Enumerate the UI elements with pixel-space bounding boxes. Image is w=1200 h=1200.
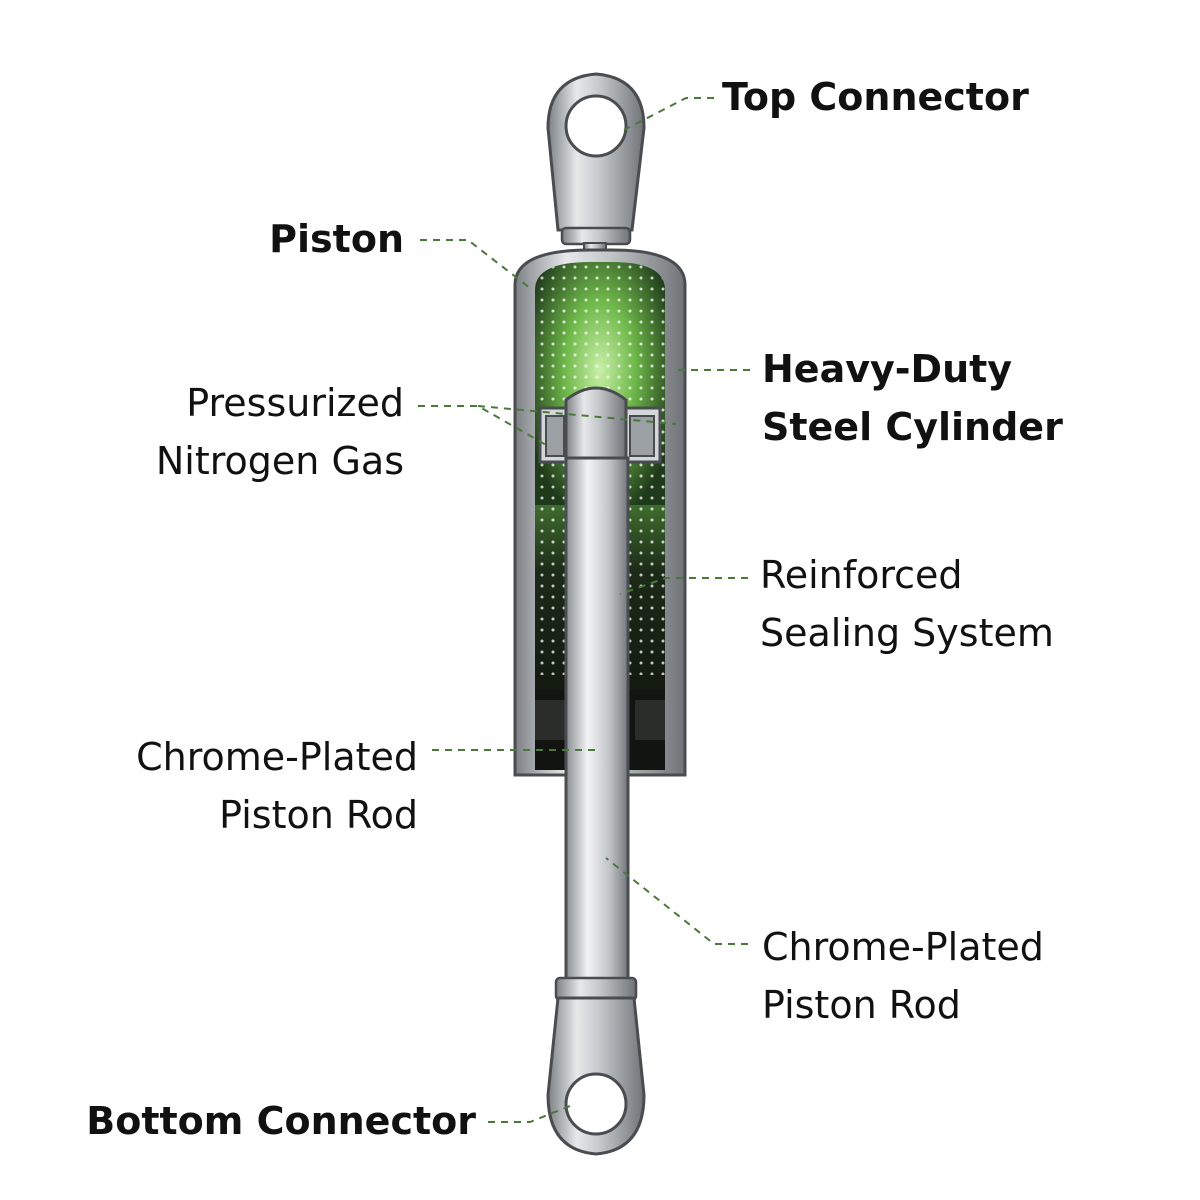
leader-gas bbox=[418, 405, 549, 447]
top-connector bbox=[546, 72, 646, 268]
label-reinforced-sealing-system: Reinforced Sealing System bbox=[760, 553, 1054, 655]
label-chrome-plated-piston-rod-left: Chrome-Plated Piston Rod bbox=[136, 735, 418, 837]
leader-seal bbox=[619, 577, 748, 595]
leader-bottom-connector bbox=[488, 1105, 571, 1123]
label-pressurized-nitrogen-gas: Pressurized Nitrogen Gas bbox=[155, 381, 404, 483]
label-bottom-connector: Bottom Connector bbox=[86, 1099, 476, 1143]
label-heavy-duty-steel-cylinder: Heavy-Duty Steel Cylinder bbox=[762, 347, 1063, 449]
leader-top-connector bbox=[623, 97, 714, 131]
leader-piston bbox=[420, 239, 531, 289]
label-top-connector: Top Connector bbox=[722, 75, 1029, 119]
label-chrome-plated-piston-rod-right: Chrome-Plated Piston Rod bbox=[762, 925, 1044, 1027]
bottom-connector bbox=[546, 976, 646, 1156]
piston-rod bbox=[564, 456, 630, 990]
label-piston: Piston bbox=[269, 217, 404, 261]
